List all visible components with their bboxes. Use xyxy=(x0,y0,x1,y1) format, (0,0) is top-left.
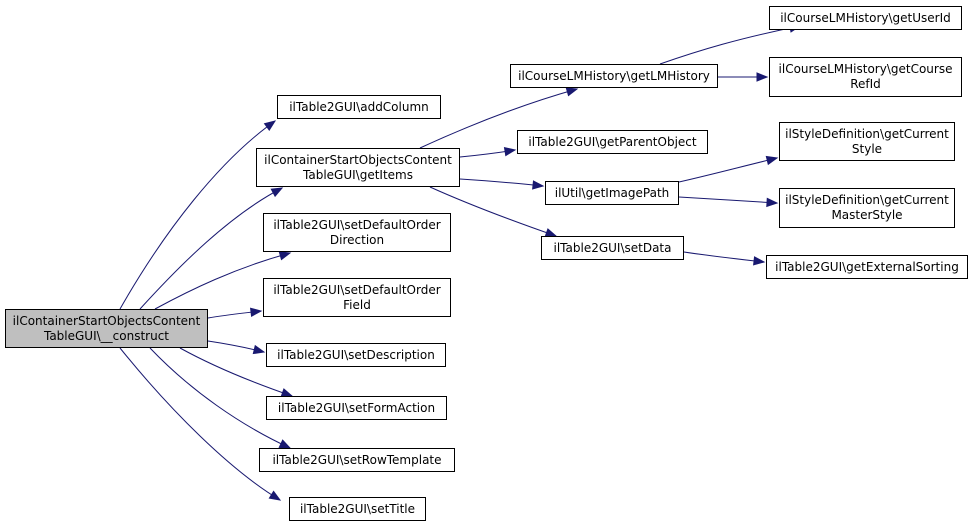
node-get-current-style[interactable]: ilStyleDefinition\getCurrent Style xyxy=(779,122,955,161)
edge-getimagepath-to-getcurrentmasterstyle xyxy=(678,196,778,204)
node-label-line2: MasterStyle xyxy=(831,208,903,222)
node-label-line1: ilCourseLMHistory\getUserId xyxy=(780,10,951,25)
edge-construct-to-setdefaultorderdirection-arrowhead xyxy=(278,251,292,261)
edge-getlmhistory-to-getuserid xyxy=(659,25,801,65)
node-label-line1: ilTable2GUI\setDefaultOrder xyxy=(273,217,441,232)
node-set-form-action[interactable]: ilTable2GUI\setFormAction xyxy=(266,396,447,420)
node-set-title[interactable]: ilTable2GUI\setTitle xyxy=(289,497,426,521)
edge-construct-to-addcolumn-arrowhead xyxy=(263,120,277,132)
node-label-line2: TableGUI\__construct xyxy=(43,328,170,343)
edge-construct-to-setformaction xyxy=(179,347,293,397)
node-label-line1: ilUtil\getImagePath xyxy=(554,185,670,200)
node-label-line1: ilTable2GUI\setDescription xyxy=(277,347,435,362)
node-label-line1: ilTable2GUI\setRowTemplate xyxy=(272,452,442,467)
node-label-line1: ilTable2GUI\setData xyxy=(553,240,672,255)
node-label-line1: ilTable2GUI\setDefaultOrder xyxy=(273,282,441,297)
node-get-items[interactable]: ilContainerStartObjectsContent TableGUI\… xyxy=(256,148,460,187)
node-label-line2: TableGUI\getItems xyxy=(303,167,413,182)
edge-construct-to-getitems-arrowhead xyxy=(270,187,284,198)
edge-getitems-to-getlmhistory-arrowhead xyxy=(565,87,579,97)
node-get-course-ref-id[interactable]: ilCourseLMHistory\getCourse RefId xyxy=(769,57,962,97)
edge-construct-to-addcolumn xyxy=(119,120,276,310)
node-get-external-sorting[interactable]: ilTable2GUI\getExternalSorting xyxy=(766,255,968,279)
node-get-user-id[interactable]: ilCourseLMHistory\getUserId xyxy=(769,6,962,30)
edge-construct-to-settitle xyxy=(119,347,281,501)
node-get-current-master-style[interactable]: ilStyleDefinition\getCurrent MasterStyle xyxy=(779,188,955,228)
edge-getitems-to-getlmhistory xyxy=(419,88,578,149)
edge-getitems-to-getimagepath-arrowhead xyxy=(532,180,545,190)
edge-getimagepath-to-getcurrentmasterstyle-arrowhead xyxy=(766,197,779,208)
node-set-default-order-direction[interactable]: ilTable2GUI\setDefaultOrder Direction xyxy=(263,213,451,252)
edge-setdata-to-getexternalsorting xyxy=(683,251,765,263)
node-label-line1: ilContainerStartObjectsContent xyxy=(12,313,201,328)
node-label-line1: ilCourseLMHistory\getCourse xyxy=(778,62,953,76)
edge-getimagepath-to-getcurrentstyle-arrowhead xyxy=(765,155,779,166)
node-label-line1: ilTable2GUI\getExternalSorting xyxy=(775,259,959,274)
node-label-line1: ilTable2GUI\addColumn xyxy=(289,99,429,114)
node-label-line1: ilStyleDefinition\getCurrent xyxy=(785,126,949,141)
node-label-line1: ilStyleDefinition\getCurrent xyxy=(785,193,949,207)
node-get-lm-history[interactable]: ilCourseLMHistory\getLMHistory xyxy=(510,64,718,88)
node-label-line1: ilTable2GUI\setTitle xyxy=(299,501,416,516)
edge-getitems-to-getparentobject-arrowhead xyxy=(503,146,517,157)
edge-getimagepath-to-getcurrentstyle xyxy=(678,157,778,183)
node-label-line2: Direction xyxy=(329,232,385,247)
node-set-description[interactable]: ilTable2GUI\setDescription xyxy=(266,343,446,367)
node-label-line2: RefId xyxy=(850,77,881,91)
node-get-parent-object[interactable]: ilTable2GUI\getParentObject xyxy=(517,130,708,154)
edge-construct-to-getitems xyxy=(139,187,283,310)
edge-setdata-to-getexternalsorting-arrowhead xyxy=(753,256,766,266)
node-label-line1: ilTable2GUI\getParentObject xyxy=(528,134,697,149)
edge-construct-to-setrowtemplate-arrowhead xyxy=(278,439,292,449)
edge-construct-to-setdefaultorderfield-arrowhead xyxy=(250,307,263,317)
node-set-data[interactable]: ilTable2GUI\setData xyxy=(541,236,684,260)
node-get-image-path[interactable]: ilUtil\getImagePath xyxy=(545,181,679,205)
node-label-line1: ilContainerStartObjectsContent xyxy=(264,152,452,167)
node-set-row-template[interactable]: ilTable2GUI\setRowTemplate xyxy=(259,448,455,472)
edge-getitems-to-getimagepath xyxy=(459,178,544,187)
edge-construct-to-setdefaultorderdirection xyxy=(154,252,291,310)
edge-construct-to-setrowtemplate xyxy=(149,347,291,449)
node-label-line2: Field xyxy=(343,297,371,312)
node-label-line1: ilTable2GUI\setFormAction xyxy=(277,400,436,415)
node-set-default-order-field[interactable]: ilTable2GUI\setDefaultOrder Field xyxy=(263,278,451,317)
node-label-line1: ilCourseLMHistory\getLMHistory xyxy=(518,68,710,83)
edge-getlmhistory-to-getcourserefid-arrowhead xyxy=(756,72,769,82)
edge-getitems-to-setdata xyxy=(429,186,557,237)
edge-construct-to-setdescription-arrowhead xyxy=(252,344,266,355)
node-root-construct: ilContainerStartObjectsContent TableGUI\… xyxy=(5,309,208,348)
edge-construct-to-settitle-arrowhead xyxy=(268,490,282,501)
node-add-column[interactable]: ilTable2GUI\addColumn xyxy=(277,95,441,119)
node-label-line2: Style xyxy=(851,141,883,156)
